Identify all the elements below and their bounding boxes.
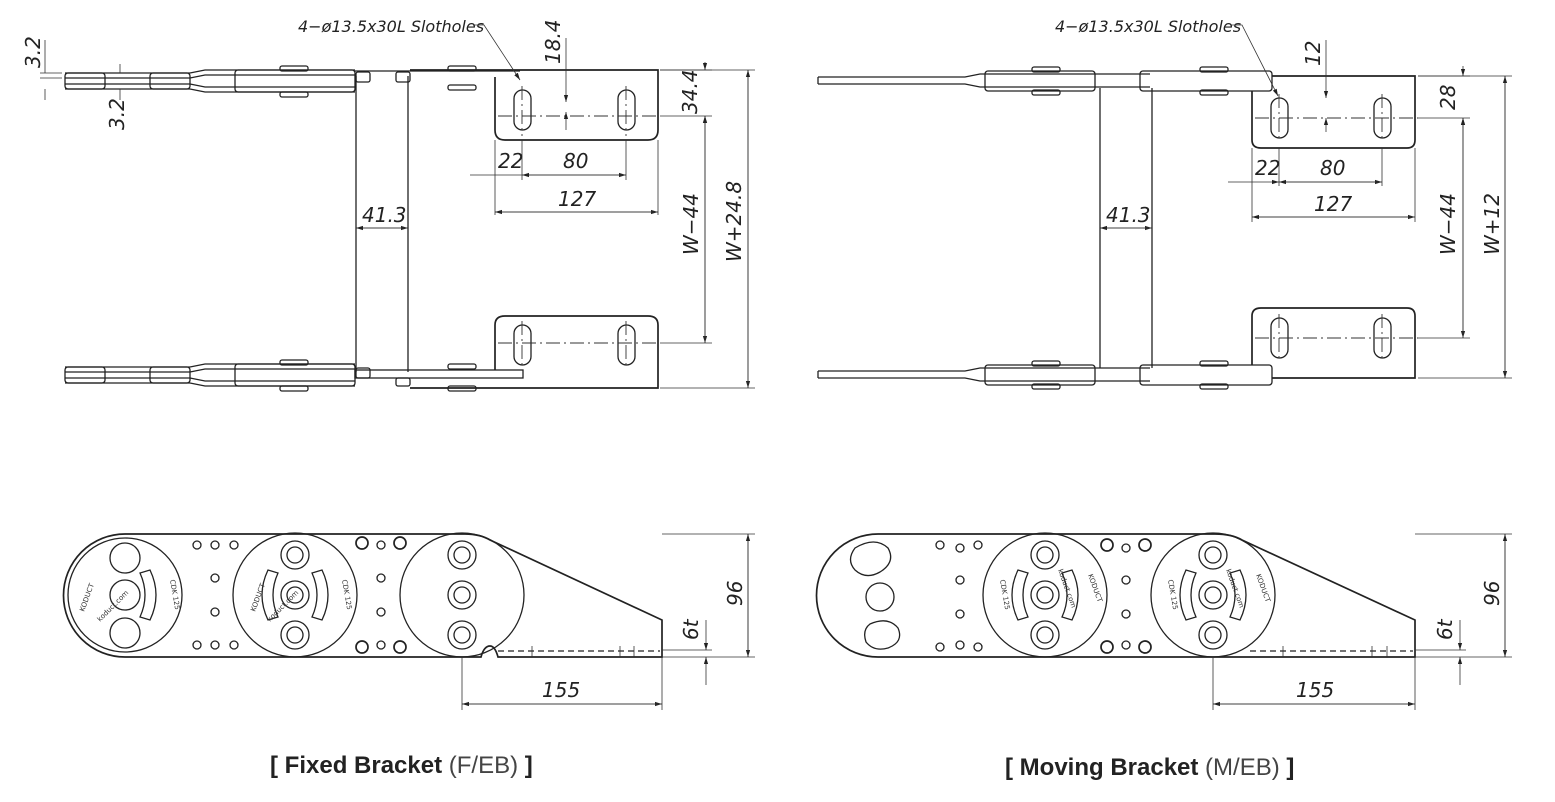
fixed-side-small-holes [192, 536, 407, 654]
fixed-slot-holes [498, 86, 660, 369]
moving-slot-label: 4−ø13.5x30L Slotholes [1055, 17, 1241, 36]
dim-moving-41-3: 41.3 [1106, 203, 1151, 227]
fixed-side-dimensions: 96 6t 155 [461, 533, 755, 710]
moving-slot-callout: 4−ø13.5x30L Slotholes [1055, 17, 1279, 97]
fixed-crossbar [355, 76, 409, 372]
svg-text:KODUCT: KODUCT [1254, 573, 1272, 604]
dim-moving-96: 96 [1480, 581, 1504, 606]
dim-moving-155: 155 [1296, 678, 1334, 702]
dim-moving-22: 22 [1255, 156, 1280, 180]
svg-text:KODUCT: KODUCT [1086, 573, 1104, 604]
moving-plate-bottom [1251, 307, 1416, 379]
dim-fixed-22: 22 [498, 149, 523, 173]
svg-text:CDK 125: CDK 125 [998, 579, 1011, 610]
moving-top-view: 4−ø13.5x30L Slotholes 12 28 22 80 127 41… [817, 17, 1512, 390]
dim-moving-w12: W+12 [1480, 193, 1504, 255]
moving-upper-strap [817, 66, 1273, 96]
dim-fixed-3-2a: 3.2 [21, 36, 45, 68]
dim-moving-28: 28 [1436, 85, 1460, 110]
dim-moving-12: 12 [1301, 41, 1325, 66]
moving-lower-strap [817, 360, 1273, 390]
fixed-side-view: KODUCT koduct.com CDK 125 KODUCT koduct.… [62, 532, 755, 710]
dim-fixed-155: 155 [542, 678, 580, 702]
dim-moving-6t: 6t [1433, 618, 1457, 640]
fixed-upper-strap [64, 65, 520, 98]
moving-plate-top [1251, 75, 1416, 149]
fixed-plate-top [410, 69, 659, 141]
fixed-caption: [ Fixed Bracket (F/EB) ] [270, 752, 533, 779]
dim-moving-w44: W−44 [1436, 193, 1460, 255]
dim-fixed-96: 96 [723, 581, 747, 606]
dim-moving-80: 80 [1320, 156, 1345, 180]
fixed-dimensions: 3.2 3.2 18.4 34.4 22 80 127 41.3 W−44 [21, 19, 755, 389]
moving-side-small-holes [935, 538, 1152, 654]
dim-fixed-w44: W−44 [679, 193, 703, 255]
moving-caption: [ Moving Bracket (M/EB) ] [1005, 754, 1295, 781]
fixed-slot-callout: 4−ø13.5x30L Slotholes [298, 17, 521, 81]
dim-fixed-80: 80 [563, 149, 588, 173]
dim-fixed-6t: 6t [679, 618, 703, 640]
moving-side-view: CDK 125 koduct.com KODUCT CDK 125 koduct… [815, 532, 1512, 710]
fixed-plate-bottom [410, 315, 659, 389]
moving-dimensions: 12 28 22 80 127 41.3 W−44 W+12 [1100, 40, 1512, 379]
dim-moving-127: 127 [1314, 192, 1352, 216]
fixed-top-view: 4−ø13.5x30L Slotholes 3.2 3.2 18.4 34.4 … [21, 17, 755, 392]
fixed-slot-label: 4−ø13.5x30L Slotholes [298, 17, 484, 36]
dim-fixed-127: 127 [558, 187, 596, 211]
dim-fixed-34-4: 34.4 [678, 69, 702, 114]
svg-text:CDK 125: CDK 125 [1166, 579, 1179, 610]
dim-fixed-w248: W+24.8 [722, 181, 746, 262]
dim-fixed-3-2b: 3.2 [105, 98, 129, 130]
svg-text:koduct.com: koduct.com [266, 589, 301, 624]
dim-fixed-18-4: 18.4 [541, 19, 565, 64]
moving-side-dimensions: 96 6t 155 [1212, 533, 1512, 710]
dim-fixed-41-3: 41.3 [362, 203, 407, 227]
svg-text:KODUCT: KODUCT [249, 582, 267, 613]
fixed-lower-strap [64, 359, 524, 392]
svg-text:CDK 125: CDK 125 [168, 579, 181, 610]
svg-text:KODUCT: KODUCT [78, 582, 96, 613]
svg-text:CDK 125: CDK 125 [340, 579, 353, 610]
moving-slot-holes [1255, 94, 1418, 362]
